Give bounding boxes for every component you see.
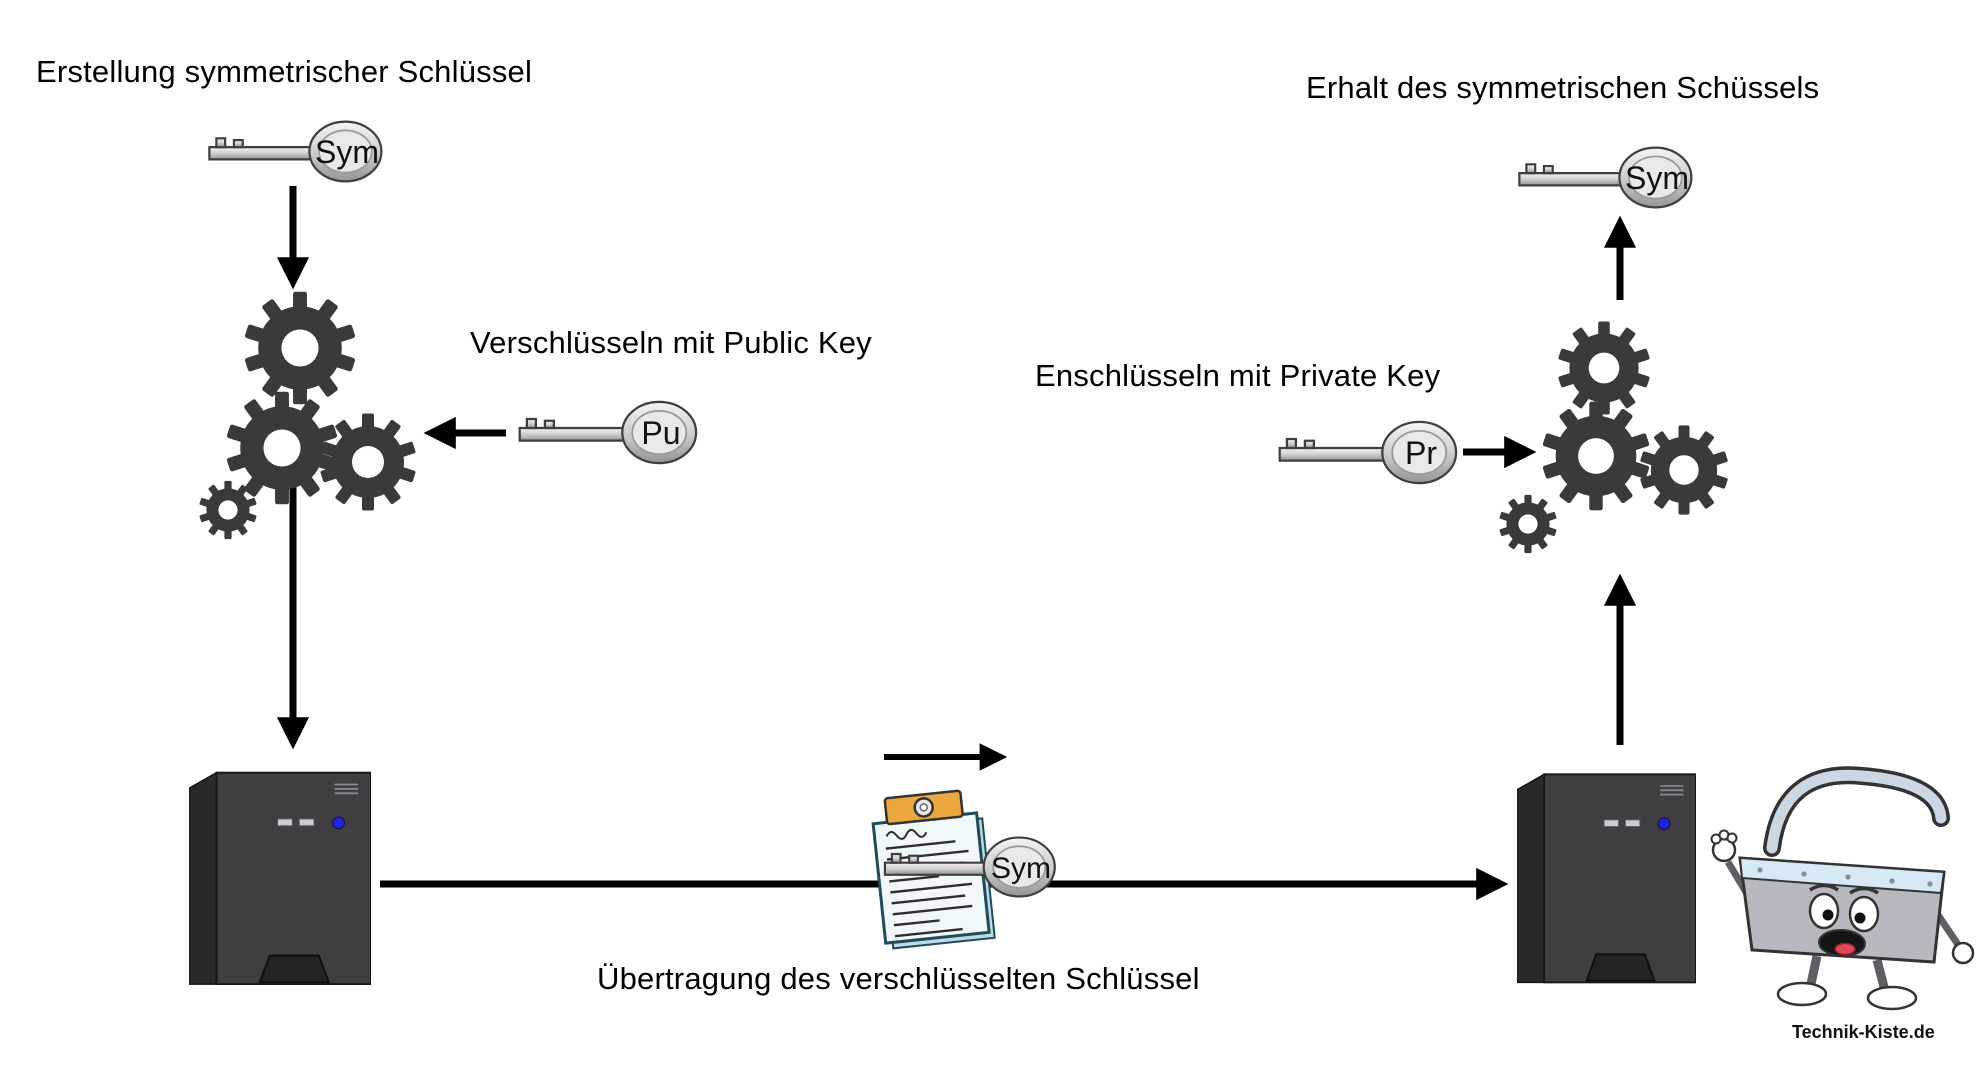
key-label-public: Pu bbox=[641, 415, 680, 451]
gear-cluster-right bbox=[1499, 321, 1729, 554]
gear-icon bbox=[1499, 494, 1557, 554]
label-transfer: Übertragung des verschlüsselten Schlüsse… bbox=[597, 961, 1200, 996]
gear-cluster-left bbox=[199, 291, 416, 540]
gear-icon bbox=[1542, 401, 1650, 511]
label-private-key: Enschlüsseln mit Private Key bbox=[1035, 358, 1441, 393]
computer-tower-icon-right bbox=[1517, 773, 1696, 984]
key-label-private: Pr bbox=[1405, 435, 1437, 471]
title-left: Erstellung symmetrischer Schlüssel bbox=[36, 54, 533, 89]
branding-text: Technik-Kiste.de bbox=[1792, 1022, 1935, 1042]
computer-tower-icon-left bbox=[189, 771, 371, 985]
gear-icon bbox=[244, 291, 356, 405]
toolbox-mascot-icon bbox=[1710, 766, 1975, 1011]
key-label-sym-source: Sym bbox=[315, 134, 379, 170]
key-label-sym-received: Sym bbox=[1625, 160, 1689, 196]
flow-arrows bbox=[276, 186, 1637, 901]
gear-icon bbox=[1557, 321, 1651, 415]
title-right: Erhalt des symmetrischen Schüssels bbox=[1306, 70, 1820, 105]
gear-icon bbox=[1639, 425, 1729, 515]
key-label-transfer: Sym bbox=[991, 852, 1051, 885]
encrypted-document-icon bbox=[871, 789, 996, 950]
label-public-key: Verschlüsseln mit Public Key bbox=[470, 325, 872, 360]
